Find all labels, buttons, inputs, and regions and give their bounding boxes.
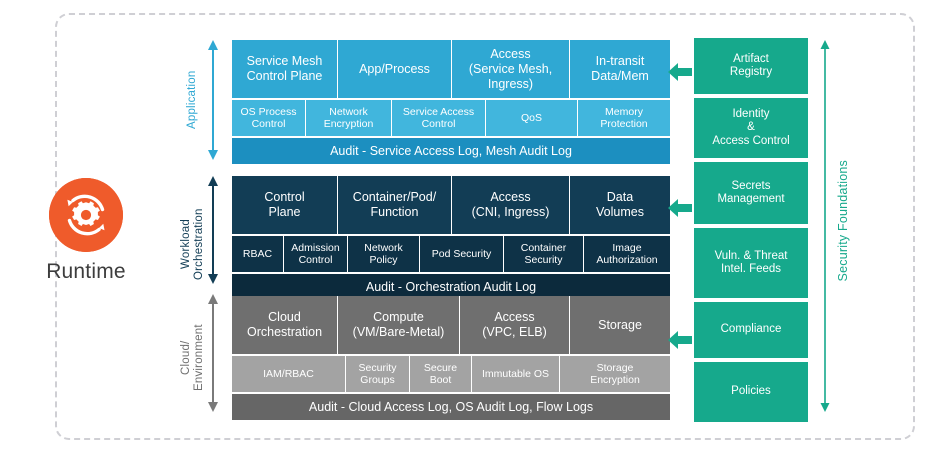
cell-image-authorization[interactable]: Image Authorization bbox=[584, 236, 670, 272]
cell-iam-rbac[interactable]: IAM/RBAC bbox=[232, 356, 346, 392]
cell-cloud-orchestration[interactable]: Cloud Orchestration bbox=[232, 296, 338, 354]
cell-access-cni-ingress[interactable]: Access (CNI, Ingress) bbox=[452, 176, 570, 234]
foundations-arrow-workload bbox=[668, 198, 692, 223]
cell-rbac[interactable]: RBAC bbox=[232, 236, 284, 272]
cell-compute-vm-bare-metal[interactable]: Compute (VM/Bare-Metal) bbox=[338, 296, 460, 354]
axis-label-application: Application bbox=[186, 70, 198, 130]
axis-arrow-application bbox=[206, 40, 220, 165]
cell-container-pod-function[interactable]: Container/Pod/ Function bbox=[338, 176, 452, 234]
runtime-brand: Runtime bbox=[26, 178, 146, 284]
layer-workload-top-row: Control Plane Container/Pod/ Function Ac… bbox=[232, 176, 670, 234]
layer-workload-control-row: RBAC Admission Control Network Policy Po… bbox=[232, 236, 670, 272]
foundation-identity-access-control[interactable]: Identity & Access Control bbox=[694, 98, 808, 158]
layer-application-audit-bar[interactable]: Audit - Service Access Log, Mesh Audit L… bbox=[232, 138, 670, 164]
cell-immutable-os[interactable]: Immutable OS bbox=[472, 356, 560, 392]
brand-label: Runtime bbox=[46, 260, 126, 283]
axis-arrow-workload-orchestration bbox=[206, 176, 220, 289]
foundation-policies[interactable]: Policies bbox=[694, 362, 808, 422]
security-foundations-axis-arrow bbox=[818, 40, 832, 417]
cell-service-access-control[interactable]: Service Access Control bbox=[392, 100, 486, 136]
cell-network-encryption[interactable]: Network Encryption bbox=[306, 100, 392, 136]
axis-arrow-cloud-environment bbox=[206, 294, 220, 417]
cell-container-security[interactable]: Container Security bbox=[504, 236, 584, 272]
cell-storage-encryption[interactable]: Storage Encryption bbox=[560, 356, 670, 392]
cell-access-service-mesh-ingress[interactable]: Access (Service Mesh, Ingress) bbox=[452, 40, 570, 98]
security-foundations-column: Artifact Registry Identity & Access Cont… bbox=[694, 38, 808, 426]
cell-app-process[interactable]: App/Process bbox=[338, 40, 452, 98]
layer-application: Service Mesh Control Plane App/Process A… bbox=[232, 40, 670, 164]
cell-admission-control[interactable]: Admission Control bbox=[284, 236, 348, 272]
cell-service-mesh-control-plane[interactable]: Service Mesh Control Plane bbox=[232, 40, 338, 98]
foundation-vuln-threat-intel-feeds[interactable]: Vuln. & Threat Intel. Feeds bbox=[694, 228, 808, 298]
axis-label-workload-orchestration: Workload Orchestration bbox=[180, 208, 205, 280]
layer-cloud-environment: Cloud Orchestration Compute (VM/Bare-Met… bbox=[232, 296, 670, 420]
cell-in-transit-data-mem[interactable]: In-transit Data/Mem bbox=[570, 40, 670, 98]
layer-workload-orchestration: Control Plane Container/Pod/ Function Ac… bbox=[232, 176, 670, 300]
cell-storage[interactable]: Storage bbox=[570, 296, 670, 354]
gear-refresh-icon bbox=[49, 178, 123, 252]
foundations-arrow-cloud bbox=[668, 330, 692, 355]
cell-secure-boot[interactable]: Secure Boot bbox=[410, 356, 472, 392]
layer-cloud-audit-bar[interactable]: Audit - Cloud Access Log, OS Audit Log, … bbox=[232, 394, 670, 420]
cell-access-vpc-elb[interactable]: Access (VPC, ELB) bbox=[460, 296, 570, 354]
cell-memory-protection[interactable]: Memory Protection bbox=[578, 100, 670, 136]
cell-security-groups[interactable]: Security Groups bbox=[346, 356, 410, 392]
cell-qos[interactable]: QoS bbox=[486, 100, 578, 136]
cell-os-process-control[interactable]: OS Process Control bbox=[232, 100, 306, 136]
foundation-compliance[interactable]: Compliance bbox=[694, 302, 808, 358]
security-foundations-axis-label: Security Foundations bbox=[836, 160, 850, 282]
foundations-arrow-application bbox=[668, 62, 692, 87]
cell-data-volumes[interactable]: Data Volumes bbox=[570, 176, 670, 234]
cell-network-policy[interactable]: Network Policy bbox=[348, 236, 420, 272]
cell-control-plane[interactable]: Control Plane bbox=[232, 176, 338, 234]
layer-cloud-control-row: IAM/RBAC Security Groups Secure Boot Imm… bbox=[232, 356, 670, 392]
cell-pod-security[interactable]: Pod Security bbox=[420, 236, 504, 272]
layer-application-top-row: Service Mesh Control Plane App/Process A… bbox=[232, 40, 670, 98]
foundation-artifact-registry[interactable]: Artifact Registry bbox=[694, 38, 808, 94]
foundation-secrets-management[interactable]: Secrets Management bbox=[694, 162, 808, 224]
layer-workload-audit-bar[interactable]: Audit - Orchestration Audit Log bbox=[232, 274, 670, 300]
axis-label-cloud-environment: Cloud/ Environment bbox=[180, 324, 205, 392]
layer-cloud-top-row: Cloud Orchestration Compute (VM/Bare-Met… bbox=[232, 296, 670, 354]
layer-application-control-row: OS Process Control Network Encryption Se… bbox=[232, 100, 670, 136]
